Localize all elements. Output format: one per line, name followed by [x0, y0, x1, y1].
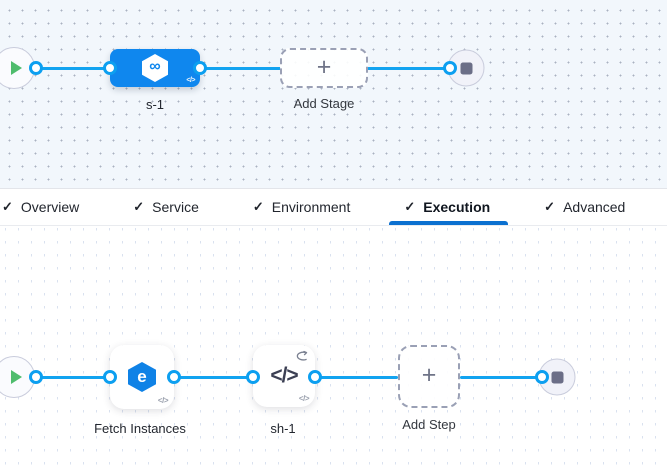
connector-port[interactable]	[29, 370, 43, 384]
execution-canvas[interactable]: e </> Fetch Instances </> </> sh-1 + Add…	[0, 226, 667, 475]
step-node-sh-1[interactable]: </> </>	[253, 345, 315, 407]
connector-line	[36, 375, 110, 379]
add-stage-label: Add Stage	[293, 96, 355, 111]
tab-label: Service	[152, 199, 199, 215]
step-node-fetch-instances[interactable]: e </>	[110, 345, 174, 409]
step-name-label: Fetch Instances	[94, 421, 186, 436]
check-icon: ✓	[544, 199, 556, 214]
add-step-button[interactable]: +	[398, 345, 460, 408]
connector-line	[367, 66, 451, 70]
stage-node-s-1[interactable]: ∞ </>	[110, 49, 200, 87]
add-stage-button[interactable]: +	[280, 48, 368, 88]
play-icon	[11, 61, 22, 75]
code-badge-icon: </>	[186, 77, 195, 84]
tab-label: Environment	[271, 199, 351, 215]
tab-service[interactable]: ✓ Service	[133, 189, 199, 225]
connector-port[interactable]	[193, 61, 207, 75]
connector-port[interactable]	[103, 370, 117, 384]
connector-line	[36, 66, 110, 70]
stop-icon	[551, 371, 563, 383]
connector-line	[200, 66, 281, 70]
tab-overview[interactable]: ✓ Overview	[2, 189, 79, 225]
connector-port[interactable]	[443, 61, 457, 75]
connector-line	[315, 375, 398, 379]
code-badge-icon: </>	[298, 394, 310, 403]
connector-port[interactable]	[246, 370, 260, 384]
stop-icon	[460, 62, 472, 74]
tab-advanced[interactable]: ✓ Advanced	[544, 189, 625, 225]
check-icon: ✓	[133, 199, 145, 214]
cd-stage-hexagon-icon: ∞	[142, 54, 168, 82]
connector-port[interactable]	[29, 61, 43, 75]
connector-port[interactable]	[535, 370, 549, 384]
shell-script-icon: </>	[270, 364, 298, 387]
loop-strategy-icon	[294, 350, 309, 362]
play-icon	[11, 370, 22, 384]
tab-label: Execution	[423, 199, 491, 215]
plus-icon: +	[421, 361, 437, 389]
execution-end-node[interactable]	[538, 358, 576, 396]
connector-port[interactable]	[167, 370, 181, 384]
fetch-instances-icon: e	[128, 362, 156, 392]
infinity-icon: ∞	[149, 58, 161, 75]
connector-line	[460, 375, 542, 379]
code-badge-icon: </>	[157, 396, 169, 405]
stage-name-label: s-1	[145, 97, 165, 112]
check-icon: ✓	[252, 199, 264, 214]
tab-label: Advanced	[563, 199, 626, 215]
connector-line	[174, 375, 254, 379]
tab-label: Overview	[20, 199, 80, 215]
plus-icon: +	[316, 52, 332, 81]
step-name-label: sh-1	[270, 421, 296, 436]
stage-config-tabbar: ✓ Overview ✓ Service ✓ Environment ✓ Exe…	[0, 188, 667, 226]
tab-environment[interactable]: ✓ Environment	[253, 189, 351, 225]
check-icon: ✓	[404, 199, 416, 214]
connector-port[interactable]	[103, 61, 117, 75]
stage-canvas[interactable]: ∞ </> s-1 + Add Stage	[0, 0, 667, 188]
tab-execution[interactable]: ✓ Execution	[389, 189, 508, 225]
check-icon: ✓	[2, 199, 13, 214]
connector-port[interactable]	[308, 370, 322, 384]
add-step-label: Add Step	[402, 417, 456, 432]
fetch-glyph: e	[137, 366, 147, 386]
